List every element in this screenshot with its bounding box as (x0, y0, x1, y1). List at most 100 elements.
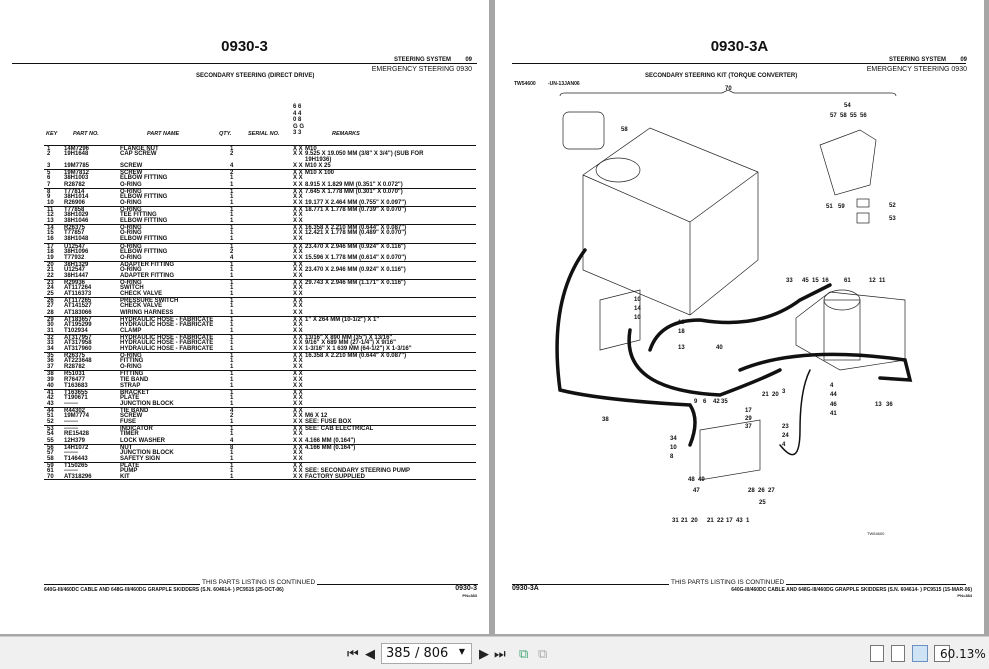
callout-label: 27 (768, 488, 775, 494)
cell-part-name: O-RING (120, 188, 142, 195)
callout-label: 16 (822, 278, 829, 284)
cell-remarks: 7.645 X 1.778 MM (0.301" X 0.070") (305, 188, 403, 195)
cell-qty: 1 (230, 188, 234, 195)
cell-qty: 1 (230, 298, 234, 305)
cell-models: X X (293, 261, 303, 268)
cell-part-name: BRACKET (120, 389, 150, 396)
figure-stamp: TW54600 (867, 531, 885, 536)
cell-remarks: 29.743 X 2.946 MM (1.171" X 0.116") (305, 280, 406, 287)
cell-part-no: T77858 (64, 206, 85, 213)
cell-part-no: T190671 (64, 394, 88, 401)
cell-part-no: R51031 (64, 371, 86, 378)
safety-sign-outline (562, 111, 605, 150)
pdf-toolbar: ⏮ ◀ 385 / 806▼ ▶ ⏭ ⧉ ⧉ 60.13% (0, 636, 989, 669)
cell-part-no: T77932 (64, 254, 85, 261)
callout-label: 20 (772, 392, 779, 398)
cell-models: X X (293, 371, 303, 378)
cell-qty: 1 (230, 400, 234, 407)
cell-models: X X (293, 309, 303, 316)
last-page-icon[interactable]: ⏭ (494, 646, 506, 661)
continuous-facing-icon[interactable] (934, 645, 950, 662)
cell-part-name: ELBOW FITTING (120, 248, 168, 255)
cell-part-name: SCREW (120, 163, 143, 170)
cell-part-name: HYDRAULIC HOSE - FABRICATE (120, 346, 214, 353)
cell-key: 16 (47, 236, 54, 243)
cell-models: X X (293, 419, 303, 426)
chevron-down-icon[interactable]: ▼ (458, 647, 465, 656)
prev-page-icon[interactable]: ◀ (365, 646, 375, 661)
cell-part-name: PRESSURE SWITCH (120, 298, 179, 305)
cell-qty: 1 (230, 280, 234, 287)
zoom-level[interactable]: 60.13% (940, 647, 986, 661)
callout-label: 20 (691, 518, 698, 524)
callout-label: 13 (678, 345, 685, 351)
timer-plate (819, 129, 877, 196)
cell-qty: 1 (230, 225, 234, 232)
cell-qty: 1 (230, 316, 234, 323)
cell-qty: 1 (230, 243, 234, 250)
next-view-icon[interactable]: ⧉ (538, 646, 548, 661)
cell-part-no: R29936 (64, 280, 86, 287)
cell-remarks: 8.915 X 1.829 MM (0.351" X 0.072") (305, 181, 403, 188)
cell-part-no: T77857 (64, 230, 85, 237)
exploded-parts-diagram (555, 89, 913, 481)
cell-remarks: 23.470 X 2.946 MM (0.924" X 0.116") (305, 266, 406, 273)
cell-part-name: JUNCTION BLOCK (120, 400, 174, 407)
cell-part-name: INDICATOR (120, 426, 153, 433)
cell-key: 26 (47, 298, 54, 305)
cell-part-no: ------- (64, 449, 78, 456)
callout-label: 10 (634, 315, 641, 321)
next-page-icon[interactable]: ▶ (479, 646, 489, 661)
cell-models: X X (293, 316, 303, 323)
cell-models: X X (293, 408, 303, 415)
callout-label: 17 (745, 408, 752, 414)
cell-qty: 1 (230, 474, 234, 481)
cell-part-no: U12547 (64, 243, 86, 250)
cell-key: 7 (47, 181, 51, 188)
cell-qty: 1 (230, 193, 234, 200)
facing-icon[interactable] (912, 645, 928, 662)
cell-models: X X (293, 248, 303, 255)
cell-key: 20 (47, 261, 54, 268)
cell-part-name: SCREW (120, 413, 143, 420)
cell-part-no: 19M7812 (64, 170, 90, 177)
continuous-icon[interactable] (891, 645, 905, 662)
cell-remarks: 19.177 X 2.464 MM (0.755" X 0.097") (305, 199, 407, 206)
col-part-no: PART NO. (73, 131, 99, 137)
callout-label: 10 (670, 445, 677, 451)
previous-view-icon[interactable]: ⧉ (519, 646, 529, 661)
first-page-icon[interactable]: ⏮ (347, 646, 359, 661)
callout-label: 1 (746, 518, 750, 524)
cell-key: 39 (47, 376, 54, 383)
cell-qty: 4 (230, 437, 234, 444)
cell-key: 15 (47, 230, 54, 237)
cell-part-name: SAFETY SIGN (120, 455, 160, 462)
cell-remarks: 9/16" X 689 MM (27-1/4") X 9/16" (305, 340, 396, 346)
cell-models: X X (293, 298, 303, 305)
callout-label: 3 (782, 389, 786, 395)
cell-part-no: ------- (64, 467, 78, 474)
single-page-icon[interactable] (870, 645, 884, 662)
cell-part-name: O-RING (120, 243, 142, 250)
page-title: 0930-3A (710, 38, 769, 55)
cell-models: X X (293, 193, 303, 200)
page-number-input[interactable]: 385 / 806▼ (381, 643, 472, 664)
cell-qty: 1 (230, 266, 234, 273)
